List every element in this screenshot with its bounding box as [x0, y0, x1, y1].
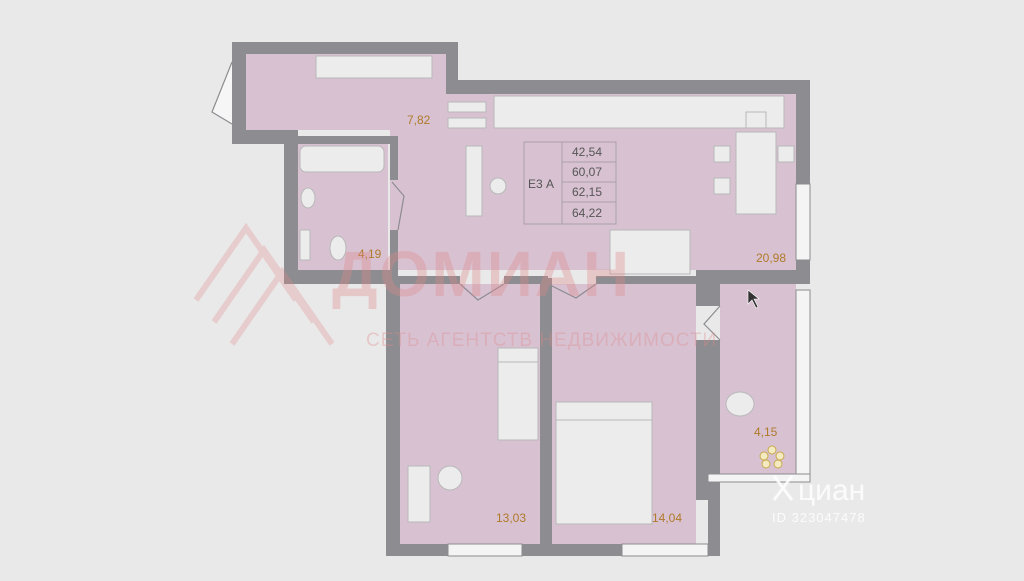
balcony-door-icon — [703, 305, 721, 341]
stool-icon — [489, 177, 507, 195]
sofa — [609, 229, 691, 275]
bathtub — [299, 145, 385, 173]
shelf-bottom — [447, 117, 487, 129]
chair-4 — [745, 111, 767, 129]
windows — [447, 183, 811, 557]
doors — [211, 61, 721, 341]
chair-1 — [713, 145, 731, 163]
window-balcony-side — [795, 289, 811, 475]
domian-tagline: СЕТЬ АГЕНТСТВ НЕДВИЖИМОСТИ — [366, 330, 717, 351]
desk-chair-icon — [437, 465, 463, 491]
room-area-bathroom: 4,19 — [358, 247, 382, 261]
cursor-icon — [747, 289, 760, 309]
cian-brand: циан — [798, 474, 865, 507]
area-spec-box: Е3 А 42,54 60,07 62,15 64,22 — [523, 141, 617, 225]
window-bedroom-1 — [447, 543, 523, 557]
bathroom-door-icon — [391, 181, 405, 231]
window-balcony — [707, 473, 811, 483]
bedroom-1-door-icon — [459, 283, 505, 301]
window-bedroom-2 — [621, 543, 709, 557]
room-labels: 7,82 4,19 20,98 13,03 14,04 4,15 — [358, 113, 786, 525]
wardrobe-hall — [315, 55, 433, 79]
furniture — [299, 55, 795, 525]
area-value-3: 62,15 — [572, 185, 602, 199]
cian-listing-id: ID 323047478 — [772, 510, 866, 525]
single-bed — [497, 347, 539, 441]
partitions — [288, 136, 706, 284]
toilet-icon — [329, 235, 347, 261]
room-area-bedroom-1: 13,03 — [496, 511, 526, 525]
floor-balcony — [720, 284, 796, 474]
domian-brand: ДОМИАН — [332, 238, 631, 310]
walls — [232, 42, 810, 556]
window-kitchen — [795, 183, 811, 261]
balcony-chair-icon — [725, 391, 755, 417]
room-area-kitchen-living: 20,98 — [756, 251, 786, 265]
domian-watermark: ДОМИАН СЕТЬ АГЕНТСТВ НЕДВИЖИМОСТИ — [193, 222, 717, 351]
fridge-icon — [465, 145, 483, 217]
flower-icon — [759, 445, 785, 469]
area-value-1: 42,54 — [572, 145, 602, 159]
chair-2 — [713, 177, 731, 195]
area-value-4: 64,22 — [572, 206, 602, 220]
chair-3 — [777, 145, 795, 163]
dining-table — [735, 131, 777, 215]
shelf-top — [447, 101, 487, 113]
pillows-double-bed — [555, 401, 653, 421]
double-bed — [555, 401, 653, 525]
area-value-2: 60,07 — [572, 165, 602, 179]
room-area-bedroom-2: 14,04 — [652, 511, 682, 525]
domian-logo-icon — [193, 222, 335, 346]
entrance-door-icon — [211, 61, 233, 125]
cian-watermark: циан ID 323047478 — [772, 474, 866, 525]
bedroom-2-door-icon — [547, 283, 597, 299]
room-area-hall: 7,82 — [407, 113, 431, 127]
kitchen-counter — [493, 95, 785, 129]
pillow-single-bed — [497, 347, 539, 363]
sink-icon — [300, 187, 316, 209]
desk — [407, 465, 431, 523]
unit-code: Е3 А — [528, 177, 554, 191]
washing-machine-icon — [299, 229, 311, 261]
cian-logo-icon — [772, 475, 794, 501]
room-area-balcony: 4,15 — [754, 425, 778, 439]
